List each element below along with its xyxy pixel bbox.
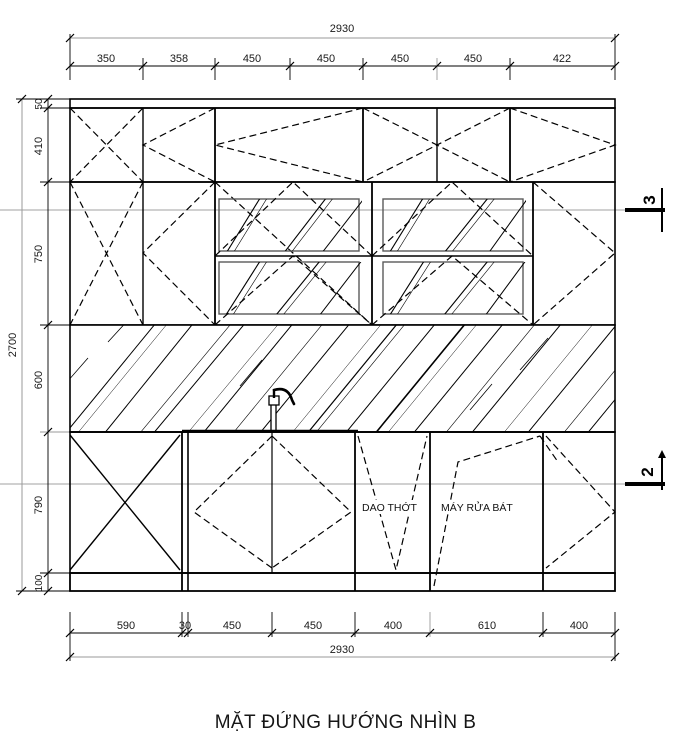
- section-cut-lines: [0, 209, 665, 485]
- top-dim-seg-7: 422: [553, 53, 571, 65]
- left-dim-seg-6: 100: [34, 574, 45, 591]
- left-dim-seg-3: 750: [33, 245, 45, 263]
- top-dim-seg-3: 450: [243, 53, 261, 65]
- left-dim-seg-5: 790: [33, 496, 45, 514]
- drawing-title-bar: MẶT ĐỨNG HƯỚNG NHÌN B: [0, 712, 691, 734]
- label-dao-thot: DAO THỚT: [362, 501, 417, 514]
- top-trim-band: [69, 98, 616, 109]
- top-dim-seg-2: 358: [170, 53, 188, 65]
- bottom-dim-seg-6: 610: [478, 620, 496, 632]
- bottom-dim-seg-2: 30: [179, 620, 191, 632]
- section-marker-3: 3: [625, 188, 665, 232]
- left-total-dim: 2700: [7, 333, 19, 357]
- section-marker-3-label: 3: [640, 195, 659, 204]
- bottom-dim-seg-7: 400: [570, 620, 588, 632]
- faucet-icon: [268, 387, 296, 433]
- left-dim-seg-1: 50: [34, 98, 45, 110]
- section-marker-2: 2: [625, 450, 666, 490]
- label-may-rua-bat: MÁY RỬA BÁT: [441, 501, 513, 514]
- left-dimension-chain: 2700 50 410 750 600 790 100: [7, 94, 70, 596]
- backsplash-band: [69, 324, 616, 433]
- bottom-dim-seg-4: 450: [304, 620, 322, 632]
- top-dim-seg-4: 450: [317, 53, 335, 65]
- upper-cabinet-row-2: [69, 181, 616, 326]
- bottom-dimension-chain: 590 30 450 450 400 610 400 2930: [65, 612, 620, 662]
- appliance-labels: DAO THỚT MÁY RỬA BÁT: [358, 500, 530, 514]
- top-dimension-chain: 2930 350 358 450 450 450 450 422: [65, 23, 620, 80]
- bottom-dim-seg-1: 590: [117, 620, 135, 632]
- bottom-dim-seg-3: 450: [223, 620, 241, 632]
- left-dim-seg-2: 410: [33, 137, 45, 155]
- top-total-dim: 2930: [330, 23, 354, 35]
- top-dim-seg-6: 450: [464, 53, 482, 65]
- top-dim-seg-5: 450: [391, 53, 409, 65]
- upper-cabinet-row-1: [69, 107, 617, 183]
- section-marker-2-label: 2: [638, 467, 657, 476]
- top-dim-seg-1: 350: [97, 53, 115, 65]
- bottom-dim-seg-5: 400: [384, 620, 402, 632]
- drawing-title: MẶT ĐỨNG HƯỚNG NHÌN B: [214, 712, 477, 733]
- glass-panel-group: [218, 198, 526, 315]
- left-dim-seg-4: 600: [33, 371, 45, 389]
- bottom-total-dim: 2930: [330, 644, 354, 656]
- plinth-band: [69, 572, 616, 592]
- base-cabinet-row: [69, 431, 616, 591]
